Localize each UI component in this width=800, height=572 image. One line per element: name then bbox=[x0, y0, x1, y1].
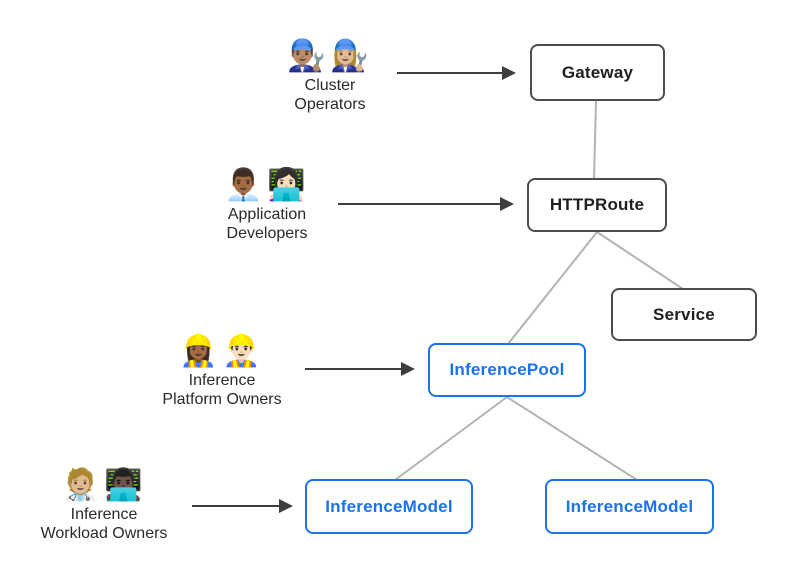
node-inferencepool-label: InferencePool bbox=[449, 360, 565, 379]
cluster-operators-emoji-icon: 👨🏽‍🔧👩🏼‍🔧 bbox=[287, 38, 373, 73]
node-inferencemodel-2-label: InferenceModel bbox=[565, 496, 694, 516]
node-httproute-label: HTTPRoute bbox=[549, 195, 645, 214]
edge-inferencepool-inferencemodel-1 bbox=[394, 396, 508, 481]
node-gateway-label: Gateway bbox=[561, 62, 634, 82]
actor-cluster-operators: 👨🏽‍🔧👩🏼‍🔧 Cluster Operators bbox=[250, 36, 410, 114]
inference-platform-owners-emoji-icon: 👷🏾‍♀️👷🏻‍♂️ bbox=[179, 333, 265, 368]
actor-inference-platform-owners: 👷🏾‍♀️👷🏻‍♂️ Inference Platform Owners bbox=[122, 331, 322, 409]
node-inferencemodel-1: InferenceModel bbox=[305, 479, 473, 534]
inference-workload-owners-emoji-icon: 🧑🏼‍⚕️👨🏿‍💻 bbox=[61, 467, 147, 502]
cluster-operators-label-line-1: Cluster bbox=[304, 77, 356, 94]
node-inferencemodel-1-label: InferenceModel bbox=[325, 496, 453, 516]
application-developers-label-line-2: Developers bbox=[226, 225, 308, 242]
node-service-label: Service bbox=[653, 304, 715, 324]
node-service: Service bbox=[611, 288, 757, 341]
edge-httproute-service bbox=[596, 231, 684, 290]
edge-httproute-inferencepool bbox=[507, 231, 598, 345]
edge-inferencepool-inferencemodel-2 bbox=[506, 396, 638, 481]
application-developers-label-line-1: Application bbox=[227, 206, 307, 223]
node-inferencemodel-2: InferenceModel bbox=[545, 479, 714, 534]
inference-platform-owners-label-line-2: Platform Owners bbox=[162, 391, 282, 408]
actor-application-developers: 👨🏾‍💼👩🏻‍💻 Application Developers bbox=[187, 165, 347, 243]
edge-gateway-httproute bbox=[593, 100, 597, 179]
application-developers-emoji-icon: 👨🏾‍💼👩🏻‍💻 bbox=[224, 167, 310, 202]
cluster-operators-label-line-2: Operators bbox=[294, 96, 366, 113]
node-gateway: Gateway bbox=[530, 44, 665, 101]
node-httproute: HTTPRoute bbox=[527, 178, 667, 232]
node-inferencepool: InferencePool bbox=[428, 343, 586, 397]
inference-workload-owners-label-line-1: Inference bbox=[70, 506, 138, 523]
inference-workload-owners-label-line-2: Workload Owners bbox=[40, 525, 168, 542]
actor-inference-workload-owners: 🧑🏼‍⚕️👨🏿‍💻 Inference Workload Owners bbox=[4, 465, 204, 543]
inference-platform-owners-label-line-1: Inference bbox=[188, 372, 256, 389]
